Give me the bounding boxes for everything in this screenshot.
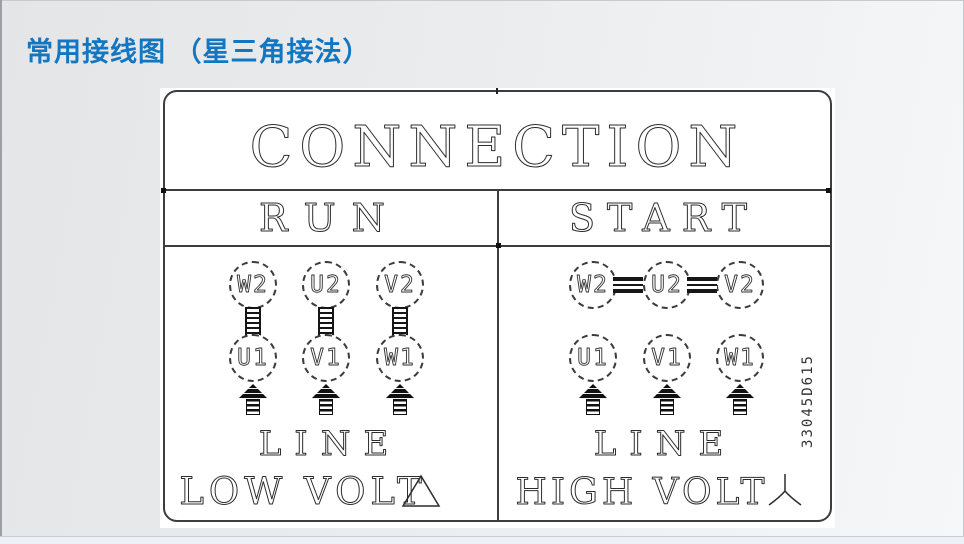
arrow-shaft xyxy=(393,399,407,415)
terminal-label: W1 xyxy=(724,345,756,371)
delta-symbol-icon xyxy=(401,474,441,507)
diagram-title: CONNECTION xyxy=(249,115,745,181)
terminal-run-u2: U2 xyxy=(302,261,350,309)
terminal-label: W2 xyxy=(577,272,609,298)
line-arrow-icon xyxy=(311,384,341,416)
arrow-head xyxy=(725,384,755,399)
terminal-label: U1 xyxy=(577,345,609,371)
arrow-head xyxy=(652,384,682,399)
line-arrow-icon xyxy=(238,384,268,416)
arrow-shaft xyxy=(319,399,333,415)
center-tick-mark xyxy=(496,88,498,94)
arrow-head xyxy=(385,384,415,399)
terminal-label: W2 xyxy=(237,272,269,298)
run-line-label: LINE xyxy=(258,424,402,465)
terminal-label: U2 xyxy=(651,272,683,298)
terminal-start-u1: U1 xyxy=(569,334,617,382)
run-header: RUN xyxy=(259,196,401,241)
start-header-text: START xyxy=(569,196,759,240)
slide-top-edge xyxy=(0,0,964,1)
line-arrow-icon xyxy=(652,384,682,416)
line-arrow-icon xyxy=(385,384,415,416)
start-header: START xyxy=(568,196,759,241)
run-header-text: RUN xyxy=(259,196,401,240)
terminal-label: V1 xyxy=(651,345,683,371)
wye-symbol-icon xyxy=(768,474,802,506)
run-volt-label: LOW VOLT xyxy=(179,470,441,514)
arrow-shaft xyxy=(660,399,674,415)
terminal-start-v1: V1 xyxy=(643,334,691,382)
run-line-text: LINE xyxy=(259,424,402,464)
terminal-run-v1: V1 xyxy=(302,334,350,382)
line-arrow-icon xyxy=(578,384,608,416)
start-line-text: LINE xyxy=(594,424,737,464)
terminal-label: V1 xyxy=(310,345,342,371)
connection-diagram: CONNECTION RUN START W2 U2 V2 U1 V1 W1 xyxy=(160,88,835,528)
line-junction-dot xyxy=(161,188,166,193)
line-junction-dot xyxy=(826,188,831,193)
link-bar-horizontal xyxy=(613,277,643,293)
slide-left-edge xyxy=(0,0,2,544)
terminal-run-w1: W1 xyxy=(376,334,424,382)
run-volt-text: LOW VOLT xyxy=(179,470,426,513)
line-junction-dot xyxy=(496,243,501,248)
diagram-title-text: CONNECTION xyxy=(250,115,745,180)
terminal-label: U1 xyxy=(237,345,269,371)
start-volt-text: HIGH VOLT xyxy=(515,472,768,513)
link-bar-horizontal xyxy=(687,277,717,293)
terminal-label: U2 xyxy=(310,272,342,298)
terminal-run-u1: U1 xyxy=(229,334,277,382)
column-divider-line xyxy=(497,189,499,522)
terminal-start-w1: W1 xyxy=(716,334,764,382)
terminal-label: W1 xyxy=(384,345,416,371)
slide-bottom-strip xyxy=(0,536,964,544)
link-bar-vertical xyxy=(318,307,334,337)
part-number: 33045D615 xyxy=(800,354,816,448)
terminal-run-w2: W2 xyxy=(229,261,277,309)
terminal-start-u2: U2 xyxy=(643,261,691,309)
start-volt-label: HIGH VOLT xyxy=(515,472,802,514)
arrow-shaft xyxy=(246,399,260,415)
link-bar-vertical xyxy=(392,307,408,337)
link-bar-vertical xyxy=(245,307,261,337)
line-arrow-icon xyxy=(725,384,755,416)
terminal-label: V2 xyxy=(724,272,756,298)
arrow-shaft xyxy=(586,399,600,415)
arrow-head xyxy=(311,384,341,399)
arrow-shaft xyxy=(733,399,747,415)
arrow-head xyxy=(578,384,608,399)
terminal-start-w2: W2 xyxy=(569,261,617,309)
start-line-label: LINE xyxy=(593,424,737,465)
terminal-start-v2: V2 xyxy=(716,261,764,309)
terminal-run-v2: V2 xyxy=(376,261,424,309)
terminal-label: V2 xyxy=(384,272,416,298)
arrow-head xyxy=(238,384,268,399)
page-title: 常用接线图 （星三角接法） xyxy=(26,37,371,67)
